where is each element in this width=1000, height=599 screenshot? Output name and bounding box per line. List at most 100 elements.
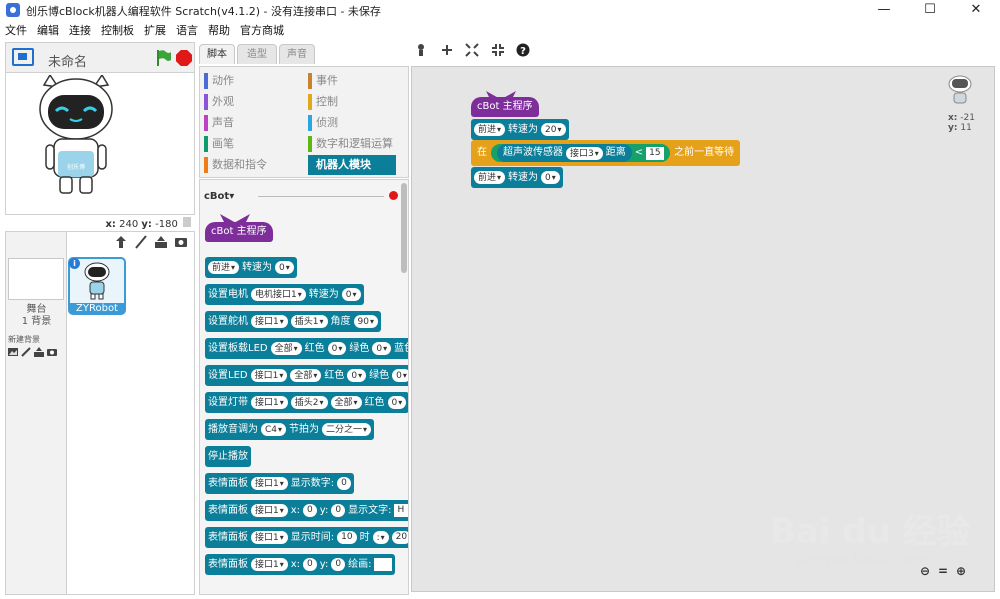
- tab-costumes[interactable]: 造型: [237, 44, 277, 64]
- palette-block[interactable]: 设置灯带接口1插头2全部红色0: [205, 392, 408, 413]
- block-dropdown[interactable]: 接口1: [251, 315, 288, 328]
- green-flag-icon[interactable]: [156, 49, 172, 67]
- palette-block[interactable]: 设置电机电机接口1转速为0: [205, 284, 364, 305]
- speed-dropdown-2[interactable]: 0: [541, 171, 560, 184]
- palette-block[interactable]: 设置LED接口1全部红色0绿色0: [205, 365, 408, 386]
- sprite-info-icon[interactable]: i: [69, 258, 80, 269]
- paint-sprite-icon[interactable]: [134, 235, 148, 249]
- palette-block[interactable]: 表情面板接口1显示数字:0: [205, 473, 354, 494]
- palette-scrollbar[interactable]: [401, 183, 407, 273]
- stop-icon[interactable]: [176, 50, 192, 66]
- block-dropdown[interactable]: 0: [392, 369, 408, 382]
- block-dropdown[interactable]: 接口1: [250, 369, 288, 382]
- direction-dropdown[interactable]: 前进: [474, 123, 506, 136]
- block-dropdown[interactable]: 0: [387, 396, 407, 409]
- robot-sprite-icon[interactable]: 创乐博: [36, 75, 116, 200]
- less-than-operator[interactable]: 超声波传感器 接口3 距离 < 15: [491, 144, 671, 162]
- block-text-input[interactable]: H: [394, 504, 408, 517]
- block-number-input[interactable]: 20: [391, 531, 408, 544]
- block-number-input[interactable]: 0: [331, 504, 346, 517]
- category-sound[interactable]: 声音: [204, 113, 302, 133]
- choose-sprite-icon[interactable]: [114, 235, 128, 249]
- maximize-button[interactable]: ☐: [924, 2, 936, 17]
- block-dropdown[interactable]: 接口1: [251, 477, 288, 490]
- camera-sprite-icon[interactable]: [174, 235, 188, 249]
- block-dropdown[interactable]: 0: [372, 342, 392, 355]
- block-dropdown[interactable]: 0: [347, 369, 367, 382]
- menu-store[interactable]: 官方商城: [240, 24, 284, 37]
- script-block-forward-speed[interactable]: 前进 转速为 20: [471, 119, 569, 140]
- stage-canvas[interactable]: 创乐博: [5, 72, 195, 215]
- brush-icon[interactable]: [21, 347, 31, 357]
- block-dropdown[interactable]: 接口1: [251, 558, 288, 571]
- palette-hat-block[interactable]: cBot 主程序: [205, 222, 273, 242]
- block-dropdown[interactable]: 0: [275, 261, 294, 274]
- paint-backdrop-icon[interactable]: [8, 347, 18, 357]
- palette-block[interactable]: 表情面板接口1显示时间:10时:20: [205, 527, 408, 548]
- tab-sounds[interactable]: 声音: [279, 44, 315, 64]
- script-wait-until-block[interactable]: 在 超声波传感器 接口3 距离 < 15 之前一直等待: [471, 140, 741, 166]
- palette-block[interactable]: 前进转速为0: [205, 257, 297, 278]
- zoom-in-icon[interactable]: ⊕: [955, 564, 967, 578]
- camera-backdrop-icon[interactable]: [47, 347, 57, 357]
- tab-scripts[interactable]: 脚本: [199, 44, 235, 64]
- block-dropdown[interactable]: 全部: [270, 342, 302, 355]
- block-dropdown[interactable]: 接口1: [251, 531, 288, 544]
- category-robots[interactable]: 机器人模块: [308, 155, 396, 175]
- menu-edit[interactable]: 编辑: [37, 24, 59, 37]
- block-number-input[interactable]: 0: [331, 558, 346, 571]
- close-button[interactable]: ✕: [970, 2, 982, 17]
- category-sensing[interactable]: 侦测: [308, 113, 406, 133]
- duplicate-icon[interactable]: [414, 43, 428, 57]
- palette-block[interactable]: 设置舵机接口1插头1角度90: [205, 311, 381, 332]
- block-number-input[interactable]: 10: [337, 531, 357, 544]
- category-data[interactable]: 数据和指令: [204, 155, 302, 175]
- menu-file[interactable]: 文件: [5, 24, 27, 37]
- speed-dropdown[interactable]: 20: [541, 123, 566, 136]
- menu-language[interactable]: 语言: [176, 24, 198, 37]
- project-name[interactable]: 未命名: [48, 55, 88, 70]
- block-number-input[interactable]: 0: [303, 504, 317, 517]
- collapse-arrow-icon[interactable]: [183, 217, 191, 227]
- block-dropdown[interactable]: 接口1: [251, 504, 288, 517]
- upload-sprite-icon[interactable]: [154, 235, 168, 249]
- script-area[interactable]: cBot 主程序 前进 转速为 20 在 超声波传感器 接口3 距离 < 15 …: [411, 66, 995, 592]
- sprite-thumbnail[interactable]: i ZYRobot: [68, 257, 126, 315]
- palette-block[interactable]: 播放音调为C4节拍为二分之一: [205, 419, 375, 440]
- grow-icon[interactable]: [465, 43, 479, 57]
- block-number-input[interactable]: 0: [303, 558, 317, 571]
- fullscreen-icon[interactable]: [12, 48, 34, 66]
- block-dropdown[interactable]: 0: [327, 342, 347, 355]
- category-operators[interactable]: 数字和逻辑运算: [308, 134, 406, 154]
- menu-help[interactable]: 帮助: [208, 24, 230, 37]
- zoom-out-icon[interactable]: ⊖: [919, 564, 931, 578]
- block-dropdown[interactable]: 电机接口1: [251, 288, 306, 301]
- help-icon[interactable]: ?: [516, 43, 530, 57]
- block-dropdown[interactable]: 二分之一: [322, 423, 372, 436]
- stage-thumbnail[interactable]: [8, 258, 64, 300]
- block-dropdown[interactable]: 90: [353, 315, 378, 328]
- category-looks[interactable]: 外观: [204, 92, 302, 112]
- block-dropdown[interactable]: :: [372, 531, 389, 544]
- block-dropdown[interactable]: 插头2: [290, 396, 328, 409]
- category-motion[interactable]: 动作: [204, 71, 302, 91]
- threshold-input[interactable]: 15: [646, 146, 665, 160]
- menu-connect[interactable]: 连接: [69, 24, 91, 37]
- category-control[interactable]: 控制: [308, 92, 406, 112]
- category-pen[interactable]: 画笔: [204, 134, 302, 154]
- minimize-button[interactable]: —: [877, 2, 891, 17]
- block-dropdown[interactable]: C4: [261, 423, 287, 436]
- menu-extensions[interactable]: 扩展: [144, 24, 166, 37]
- cbot-section-label[interactable]: cBot: [204, 191, 230, 202]
- direction-dropdown-2[interactable]: 前进: [474, 171, 506, 184]
- block-dropdown[interactable]: 前进: [208, 261, 240, 274]
- ultrasonic-sensor-block[interactable]: 超声波传感器 接口3 距离: [497, 144, 632, 162]
- palette-block[interactable]: 设置板载LED全部红色0绿色0蓝色: [205, 338, 408, 359]
- script-hat-block[interactable]: cBot 主程序: [471, 97, 539, 117]
- menu-board[interactable]: 控制板: [101, 24, 134, 37]
- block-dropdown[interactable]: 全部: [290, 369, 322, 382]
- shrink-icon[interactable]: [491, 43, 505, 57]
- block-number-input[interactable]: 0: [337, 477, 351, 490]
- delete-icon[interactable]: [440, 43, 454, 57]
